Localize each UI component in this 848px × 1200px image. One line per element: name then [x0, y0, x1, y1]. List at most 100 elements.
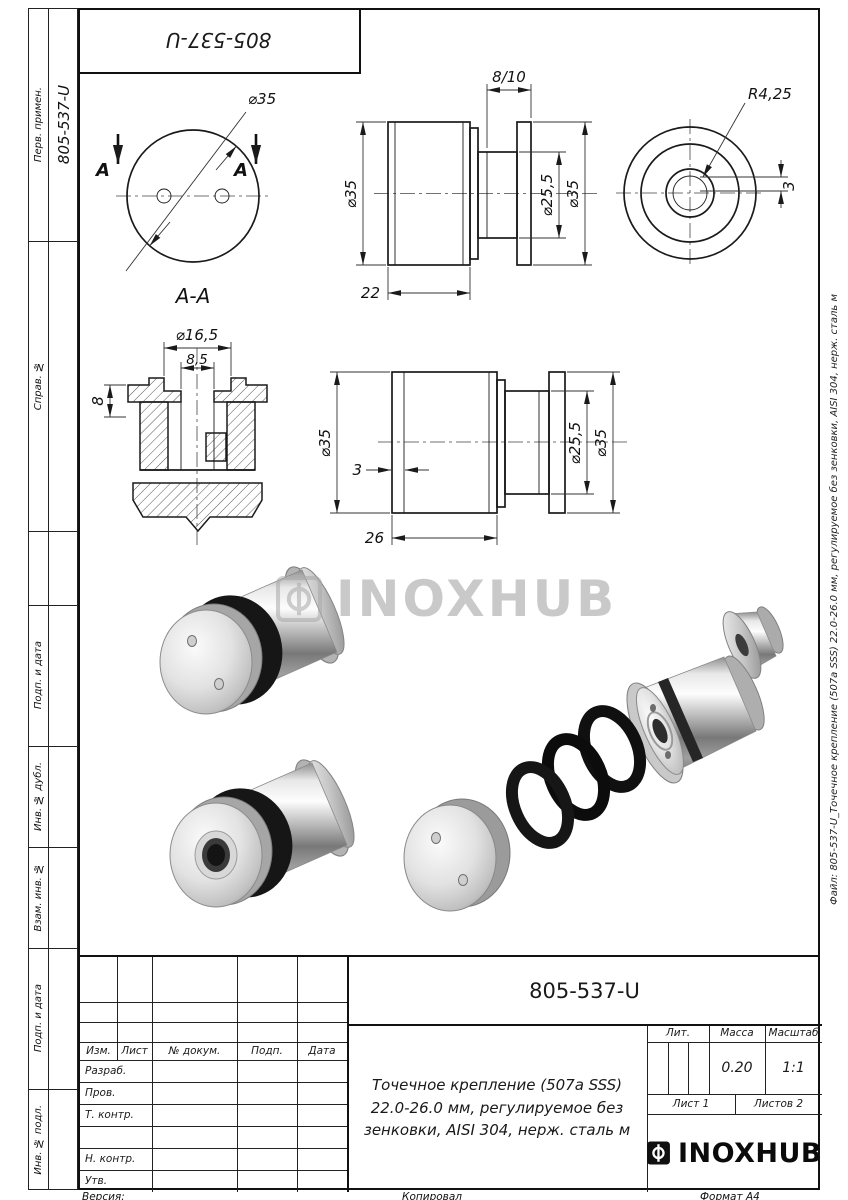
dim-offset: 3 — [780, 181, 798, 191]
section-dims: ⌀16,5 8,5 8 — [89, 326, 232, 418]
row-utv: Утв. — [85, 1175, 108, 1187]
divider — [668, 1042, 669, 1094]
brand-logo-icon — [647, 1141, 670, 1165]
side-bottom-dims: ⌀35 3 ⌀25,5 ⌀35 26 — [316, 371, 620, 547]
brand-logo: INOXHUB — [647, 1114, 822, 1192]
footer-version-label: Версия: — [82, 1191, 125, 1200]
back-dims: R4,25 3 — [700, 85, 798, 208]
dim-body-len-2: 26 — [365, 529, 384, 547]
divider — [647, 1024, 648, 1192]
section-caption: А-А — [174, 284, 211, 308]
divider — [29, 948, 77, 949]
dim-flange-dia: ⌀35 — [564, 180, 582, 208]
col-date: Дата — [308, 1045, 336, 1057]
divider — [709, 1024, 710, 1094]
divider — [80, 1022, 347, 1023]
divider — [80, 1002, 347, 1003]
divider — [29, 1089, 77, 1090]
disc-face — [403, 804, 497, 912]
divider — [647, 1114, 822, 1115]
dim-flange-dia-2: ⌀35 — [592, 429, 610, 457]
divider — [347, 1024, 822, 1026]
divider — [80, 1060, 347, 1061]
col-docnum: № докум. — [168, 1045, 221, 1057]
divider — [297, 957, 298, 1192]
dim-adjust-len: 8/10 — [492, 68, 526, 86]
part-description: Точечное крепление (507а SSS) 22.0-26.0 … — [363, 1076, 631, 1140]
left-margin-divider — [48, 9, 49, 1189]
render-assembled-front — [159, 566, 345, 715]
view-side-bottom: ⌀35 3 ⌀25,5 ⌀35 26 — [316, 371, 628, 547]
divider — [29, 531, 77, 532]
footer-format-label: Формат А4 — [700, 1191, 760, 1200]
dim-body-dia-2: ⌀35 — [316, 429, 334, 457]
divider — [735, 1094, 736, 1114]
divider — [237, 957, 238, 1192]
footer-copied-label: Копировал — [402, 1191, 462, 1200]
mass-label: Масса — [720, 1027, 754, 1039]
divider — [29, 847, 77, 848]
divider — [688, 1042, 689, 1094]
right-margin-file: Файл: 805-537-U_Точечное крепление (507а… — [823, 8, 846, 1190]
divider — [29, 746, 77, 747]
view-back: R4,25 3 — [616, 85, 798, 267]
watermark-text: INOXHUB — [336, 570, 618, 628]
left-margin-columns: Перв. примен. 805-537-U Справ. № Подп. и… — [28, 8, 78, 1190]
divider — [80, 1126, 347, 1127]
designation: 805-537-U — [529, 978, 640, 1003]
view-front: ⌀35 А А А-А — [94, 90, 276, 308]
row-prov: Пров. — [85, 1087, 116, 1099]
watermark-logo-icon — [276, 576, 322, 622]
divider — [647, 1094, 822, 1095]
divider — [765, 1024, 766, 1094]
brand-logo-text: INOXHUB — [677, 1137, 822, 1169]
section-letter-left: А — [94, 160, 110, 181]
side-top-dims: ⌀35 8/10 ⌀25,5 ⌀35 22 — [342, 68, 592, 302]
front-face — [159, 609, 253, 715]
col-izm: Изм. — [86, 1045, 111, 1057]
view-side-top: ⌀35 8/10 ⌀25,5 ⌀35 22 — [342, 68, 600, 302]
scale-value: 1:1 — [782, 1060, 805, 1076]
divider — [80, 1170, 347, 1171]
o-ring — [505, 761, 575, 849]
front-diameter-dim: ⌀35 — [125, 90, 276, 272]
sheet-label: Лист 1 — [672, 1098, 710, 1110]
divider — [80, 1104, 347, 1105]
back-outline — [623, 126, 757, 260]
lit-label: Лит. — [665, 1027, 691, 1039]
dim-neck-dia-2: ⌀25,5 — [566, 422, 584, 464]
title-block: Изм. Лист № докум. Подп. Дата Разраб. Пр… — [78, 955, 822, 1192]
divider — [80, 1082, 347, 1083]
section-cut-marks: А А — [94, 134, 262, 181]
dim-groove: 3 — [352, 461, 362, 479]
render-assembled-back — [169, 759, 355, 908]
flipped-designation-box: 805-537-U — [78, 8, 361, 74]
section-letter-right: А — [232, 160, 248, 181]
dim-front-dia: ⌀35 — [248, 90, 276, 108]
front-outline — [126, 129, 260, 263]
render-exploded — [403, 606, 784, 912]
file-path-text: Файл: 805-537-U_Точечное крепление (507а… — [829, 293, 840, 905]
dim-neck-dia: ⌀25,5 — [538, 174, 556, 216]
row-razrab: Разраб. — [85, 1065, 127, 1077]
sheets-label: Листов 2 — [753, 1098, 804, 1110]
divider — [80, 1042, 347, 1043]
dim-body-dia: ⌀35 — [342, 180, 360, 208]
dim-slot-width: 8,5 — [186, 352, 207, 368]
dim-body-len: 22 — [361, 284, 380, 302]
row-tkontr: Т. контр. — [85, 1109, 134, 1121]
col-list: Лист — [121, 1045, 148, 1057]
divider — [152, 957, 153, 1192]
divider — [29, 241, 77, 242]
divider — [117, 957, 118, 1060]
divider — [647, 1042, 822, 1043]
row-nkontr: Н. контр. — [85, 1153, 136, 1165]
view-section: ⌀16,5 8,5 8 — [89, 326, 268, 548]
col-podp: Подп. — [251, 1045, 283, 1057]
scale-label: Масштаб — [768, 1027, 819, 1039]
dim-depth: 8 — [89, 396, 107, 406]
watermark: INOXHUB — [276, 570, 617, 628]
